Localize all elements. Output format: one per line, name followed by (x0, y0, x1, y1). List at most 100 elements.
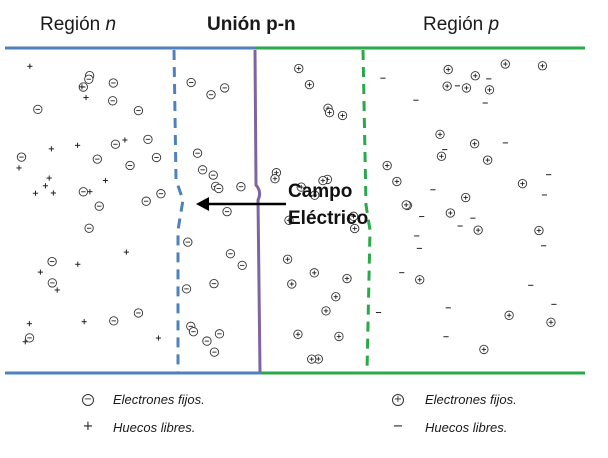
n-depletion-fixed-electron (181, 284, 192, 294)
p-region-title: Región p (423, 14, 499, 36)
p-depletion-fixed-ion (294, 63, 304, 74)
n-depletion-fixed-electron (220, 83, 230, 93)
p-depletion-fixed-ion (334, 331, 344, 342)
p-depletion-fixed-ion (348, 211, 359, 221)
n-fixed-electron (84, 74, 94, 84)
p-fixed-ion (534, 225, 544, 236)
n-free-hole (75, 261, 81, 267)
n-fixed-electron (110, 139, 121, 149)
legend-free-holes-p: Huecos libres. (425, 420, 508, 435)
n-depletion-fixed-electron (188, 327, 199, 337)
n-depletion-fixed-electron (192, 148, 203, 158)
n-fixed-electron (92, 154, 102, 164)
p-depletion-fixed-ion (296, 182, 306, 192)
n-free-hole (32, 190, 39, 196)
n-depletion-fixed-electron (225, 249, 236, 259)
p-depletion-fixed-ion (287, 279, 297, 289)
n-depletion-fixed-electron (209, 347, 220, 357)
n-free-hole (122, 137, 128, 143)
p-fixed-ion (470, 71, 480, 81)
p-depletion-fixed-ion (342, 273, 352, 284)
p-fixed-ion (500, 59, 510, 69)
n-free-hole (74, 142, 81, 148)
p-fixed-ion (484, 85, 495, 95)
n-fixed-electron (108, 96, 118, 106)
p-fixed-ion (436, 151, 447, 161)
n-fixed-electron (125, 160, 135, 171)
p-fixed-ion (392, 176, 402, 187)
depletion-boundary-n (172, 49, 185, 372)
p-depletion-fixed-ion (310, 190, 320, 200)
n-depletion-fixed-electron (206, 90, 216, 100)
n-free-hole (27, 63, 33, 69)
n-fixed-electron (47, 278, 57, 288)
p-fixed-ion (461, 83, 472, 93)
legend-fixed-electrons-n: Electrones fijos. (113, 392, 205, 407)
n-free-hole (155, 335, 162, 341)
n-depletion-fixed-electron (236, 182, 246, 192)
p-depletion-fixed-ion (337, 110, 348, 121)
n-free-hole (42, 183, 49, 189)
n-region-title: Región n (40, 14, 116, 36)
n-depletion-fixed-electron (209, 279, 219, 289)
n-fixed-electron (151, 152, 162, 163)
n-fixed-electron (47, 256, 57, 267)
n-fixed-electron (24, 333, 35, 343)
p-depletion-fixed-ion (313, 354, 323, 364)
n-fixed-electron (109, 316, 119, 326)
p-depletion-fixed-ion (324, 107, 335, 118)
depletion-boundary-p (361, 49, 372, 373)
n-depletion-fixed-electron (183, 237, 193, 247)
p-fixed-ion (382, 160, 392, 171)
p-fixed-ion (483, 155, 493, 165)
p-fixed-ion (445, 208, 456, 218)
n-free-hole (102, 177, 109, 184)
n-fixed-electron (94, 201, 104, 211)
legend-free-electron-icon: − (392, 419, 404, 434)
n-depletion-fixed-electron (197, 165, 208, 175)
n-fixed-electron (16, 152, 27, 162)
p-fixed-ion (504, 310, 514, 320)
junction-title: Unión p-n (207, 14, 296, 35)
p-fixed-ion (473, 225, 483, 235)
n-fixed-electron (78, 187, 89, 197)
n-fixed-electron (156, 189, 166, 199)
legend-free-hole-icon: + (82, 419, 94, 434)
n-depletion-fixed-electron (222, 207, 232, 217)
p-fixed-ion (401, 200, 411, 210)
metallurgical-junction-line (253, 49, 262, 373)
electric-field-label: Campo Eléctrico (288, 178, 398, 232)
p-depletion-fixed-ion (284, 215, 294, 225)
legend-fixed-electrons-p: Electrones fijos. (425, 392, 517, 407)
n-fixed-electron (133, 105, 144, 116)
n-depletion-fixed-electron (214, 183, 224, 194)
p-depletion-fixed-ion (331, 292, 341, 302)
p-fixed-ion (435, 129, 445, 140)
n-free-hole (79, 84, 85, 90)
n-free-hole (83, 94, 89, 101)
n-depletion-fixed-electron (208, 170, 218, 180)
legend-free-holes-n: Huecos libres. (113, 420, 196, 435)
n-free-hole (16, 165, 22, 171)
n-fixed-electron (84, 223, 94, 233)
n-depletion-fixed-electron (214, 329, 225, 339)
p-depletion-fixed-ion (309, 268, 319, 278)
electric-field-label-line1: Campo (288, 181, 353, 202)
legend-fixed-electron-icon: − (82, 394, 94, 406)
n-fixed-electron (143, 134, 153, 144)
p-depletion-fixed-ion (304, 79, 315, 90)
p-fixed-ion (469, 139, 480, 149)
n-free-hole (48, 146, 54, 152)
electric-field-label-line2: Eléctrico (288, 208, 369, 229)
n-free-hole (46, 175, 52, 181)
p-depletion-fixed-ion (321, 306, 331, 316)
p-depletion-fixed-ion (282, 254, 293, 264)
p-depletion-fixed-ion (318, 175, 328, 186)
p-fixed-ion (517, 178, 528, 189)
n-free-hole (54, 287, 60, 293)
p-depletion-fixed-ion (293, 329, 303, 339)
p-depletion-fixed-ion (307, 354, 317, 364)
n-depletion-fixed-electron (202, 336, 212, 346)
